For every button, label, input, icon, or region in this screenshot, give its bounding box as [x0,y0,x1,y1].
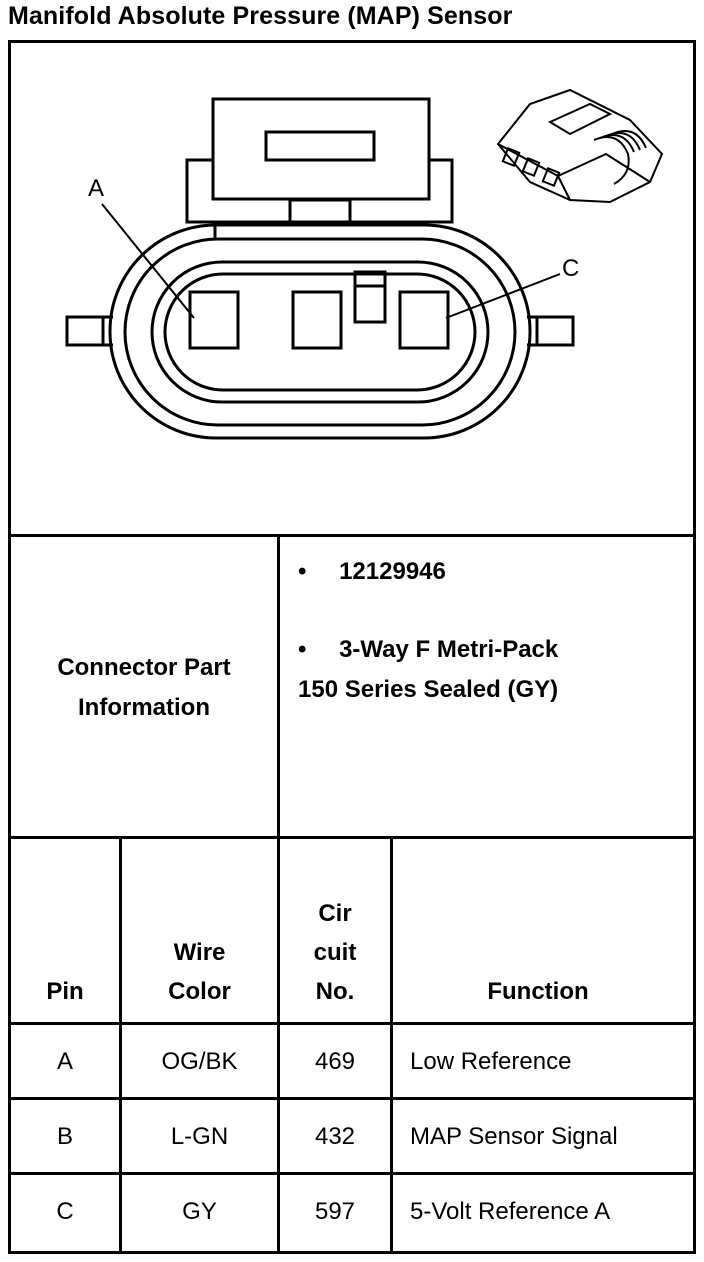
connector-info-label-line1: Connector Part [57,654,231,681]
row-c-function: 5-Volt Reference A [410,1198,611,1225]
divider-table-header [8,1022,696,1025]
bullet: • [298,636,307,663]
divider-row-a [8,1097,696,1100]
header-circuit-line2: cuit [313,939,357,966]
connector-face-drawing [65,88,664,440]
header-circuit-line3: No. [315,978,355,1005]
divider-row-b [8,1172,696,1175]
divider-col-pin [119,836,122,1251]
header-wire-color-line1: Wire [173,939,226,966]
connector-description-line2: 150 Series Sealed (GY) [298,676,559,703]
header-circuit-line1: Cir [318,900,352,927]
row-b-wire-color: L-GN [170,1123,229,1150]
connector-diagram: A C [10,42,694,536]
header-pin: Pin [46,978,84,1005]
header-wire-color: Wire Color [122,933,277,1011]
description-line: • 3-Way F Metri-Pack [298,636,558,664]
connector-info-label: Connector Part Information [11,648,277,728]
row-a-circuit: 469 [314,1048,356,1075]
pin-a-callout: A [88,175,105,202]
divider-info-column [277,534,280,839]
divider-connector-info [8,836,696,839]
row-c-pin: C [56,1198,74,1225]
row-c-circuit: 597 [314,1198,356,1225]
part-number: 12129946 [339,558,446,585]
row-b-pin: B [56,1123,73,1150]
row-a-wire-color: OG/BK [161,1048,238,1075]
row-b-circuit: 432 [314,1123,356,1150]
divider-col-wire [277,836,280,1251]
bullet: • [298,558,307,585]
row-a-pin: A [56,1048,73,1075]
header-function: Function [487,978,589,1005]
outer-border [8,40,696,1254]
pin-c-callout: C [562,255,580,282]
page-title: Manifold Absolute Pressure (MAP) Sensor [8,2,513,30]
divider-diagram [8,534,696,537]
part-number-line: • 12129946 [298,558,446,586]
row-a-function: Low Reference [410,1048,572,1075]
row-c-wire-color: GY [182,1198,217,1225]
connector-description-line1: 3-Way F Metri-Pack [339,636,559,663]
header-circuit: Cir cuit No. [280,894,390,1011]
row-b-function: MAP Sensor Signal [410,1123,618,1150]
divider-col-circuit [390,836,393,1251]
connector-info-label-line2: Information [78,694,210,721]
header-wire-color-line2: Color [168,978,231,1005]
